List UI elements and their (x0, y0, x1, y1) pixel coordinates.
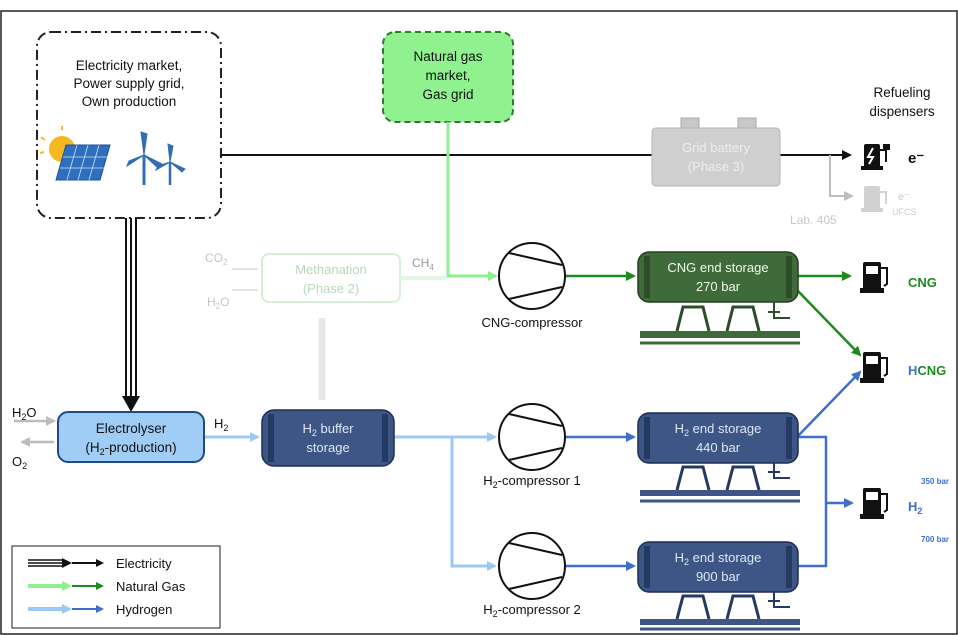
methanation-line2: (Phase 2) (303, 281, 359, 296)
electricity-source-line3: Own production (82, 94, 177, 109)
h2-compressor-1: H2-compressor 1 (483, 403, 581, 490)
h2-440-storage-line1: H2 end storage (675, 421, 762, 438)
legend-electricity-swatch (28, 558, 104, 568)
water-input-label: H2O (12, 405, 37, 422)
h2-900-storage-line1: H2 end storage (675, 550, 762, 567)
h2-compressor-1-label: H2-compressor 1 (483, 473, 580, 490)
cng-end-storage: CNG end storage 270 bar (637, 251, 800, 345)
pressure-700-label: 700 bar (921, 535, 949, 544)
e-dispenser-label: e⁻ (908, 150, 924, 167)
gas-line-to-hcng (796, 289, 862, 357)
electric-charger-icon (861, 144, 890, 170)
natural-gas-line2: market, (425, 68, 470, 83)
cng-storage-line2: 270 bar (696, 279, 741, 294)
h2-end-storage-440: H2 end storage 440 bar (637, 412, 800, 503)
methanation-h2o-label: H2O (207, 295, 229, 311)
ufcs-label: UFCS (892, 207, 917, 217)
ufcs-e-label: e⁻ (898, 191, 910, 203)
legend-electricity-label: Electricity (116, 556, 172, 571)
natural-gas-source-box: Natural gas market, Gas grid (382, 31, 514, 123)
h2-buffer-storage: H2 buffer storage (261, 409, 395, 467)
h2-dispenser-label: H2 (908, 499, 922, 516)
electricity-source-line2: Power supply grid, (73, 76, 184, 91)
electrolyser-box: Electrolyser (H2-production) (57, 411, 205, 463)
grid-battery-line1: Grid battery (682, 140, 750, 155)
ufcs-charger-icon (861, 186, 887, 212)
h2-440-storage-line2: 440 bar (696, 440, 741, 455)
electricity-line-to-electrolyser (122, 218, 140, 412)
refueling-title-line1: Refueling (873, 85, 930, 100)
h2-end-storage-900: H2 end storage 900 bar (637, 541, 800, 631)
h2-900-storage-line2: 900 bar (696, 569, 741, 584)
methanation-box: Methanation (Phase 2) (261, 253, 401, 303)
h2-compressor-2: H2-compressor 2 (483, 532, 581, 619)
oxygen-output-label: O2 (12, 454, 27, 471)
h2-line-to-hcng (796, 370, 862, 438)
solar-panel-icon (39, 126, 111, 181)
legend-hydrogen-label: Hydrogen (116, 602, 172, 617)
legend-hydrogen-swatch (28, 604, 104, 614)
gas-line-to-compressor (446, 122, 498, 281)
refueling-title-line2: dispensers (869, 104, 935, 119)
natural-gas-line1: Natural gas (413, 49, 482, 64)
grid-battery-line2: (Phase 3) (688, 159, 744, 174)
h2-dispenser-icon (860, 488, 888, 519)
natural-gas-line3: Gas grid (422, 87, 473, 102)
h2-collector-line (797, 435, 828, 568)
cng-dispenser-label: CNG (908, 275, 937, 290)
ch4-label: CH4 (412, 256, 434, 272)
cng-compressor-label: CNG-compressor (481, 315, 583, 330)
cng-compressor: CNG-compressor (481, 242, 583, 330)
lab-label: Lab. 405 (790, 213, 837, 227)
cng-dispenser-icon (860, 262, 888, 293)
hcng-dispenser-icon (860, 352, 888, 383)
co2-label: CO2 (205, 251, 228, 267)
hcng-dispenser-label: HCNG (908, 363, 946, 378)
h2-output-label: H2 (214, 416, 228, 433)
legend-natural-gas-label: Natural Gas (116, 579, 186, 594)
pressure-350-label: 350 bar (921, 477, 949, 486)
electricity-source-box: Electricity market, Power supply grid, O… (36, 31, 222, 219)
h2-line-to-compressor2 (450, 437, 497, 571)
ufcs-branch-line (829, 155, 854, 201)
electrolyser-line2: (H2-production) (85, 440, 176, 457)
h2-buffer-line1: H2 buffer (302, 421, 354, 438)
wind-turbine-icon (125, 131, 186, 185)
methanation-line1: Methanation (295, 262, 367, 277)
grid-battery: Grid battery (Phase 3) (651, 117, 781, 187)
legend-natural-gas-swatch (28, 581, 104, 591)
electrolyser-line1: Electrolyser (96, 421, 167, 436)
legend: Electricity Natural Gas Hydrogen (11, 545, 221, 629)
cng-storage-line1: CNG end storage (667, 260, 768, 275)
outer-frame (0, 10, 958, 635)
h2-compressor-2-label: H2-compressor 2 (483, 602, 580, 619)
h2-buffer-line2: storage (306, 440, 349, 455)
electricity-source-line1: Electricity market, (76, 58, 183, 73)
